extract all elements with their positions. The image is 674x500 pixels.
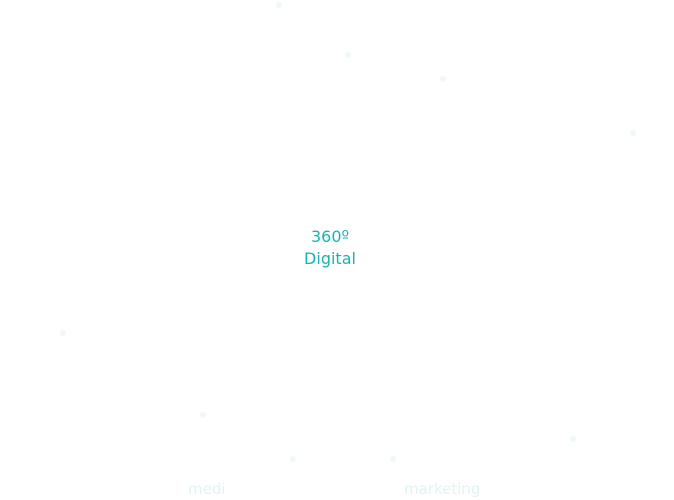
center-hub-line-1: 360º bbox=[310, 227, 350, 246]
faint-mark bbox=[200, 412, 206, 418]
segment-label-bottom-left: medi bbox=[188, 480, 226, 498]
faint-mark bbox=[390, 456, 396, 462]
faint-mark bbox=[570, 436, 576, 442]
faint-mark bbox=[440, 76, 446, 82]
faint-mark bbox=[630, 130, 636, 136]
segment-label-bottom-right: marketing bbox=[404, 480, 481, 498]
faint-mark bbox=[345, 52, 351, 58]
faint-mark bbox=[276, 2, 282, 8]
center-hub-label: 360º Digital bbox=[280, 226, 380, 270]
center-hub-line-2: Digital bbox=[304, 249, 356, 268]
faint-mark bbox=[290, 456, 296, 462]
faint-mark bbox=[60, 330, 66, 336]
